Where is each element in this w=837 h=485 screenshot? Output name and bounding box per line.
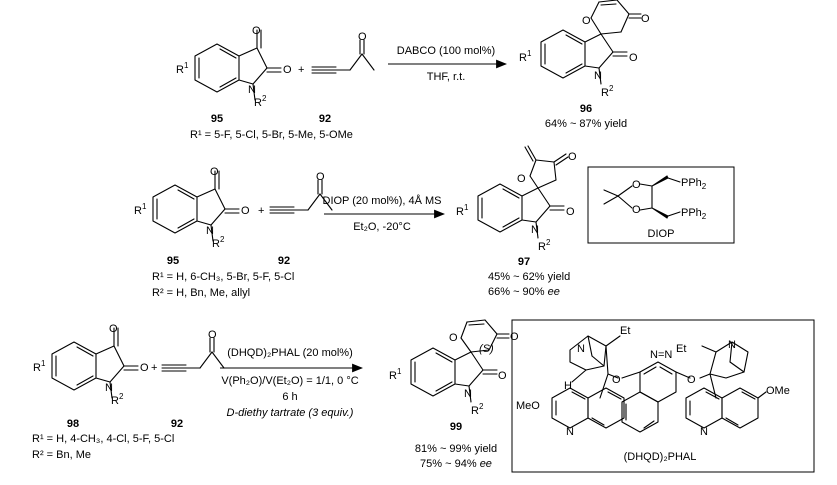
row3-reactant-isatin [51,327,139,399]
row3-isatin-r1: R1 [33,359,46,374]
row1-ynone-o: O [358,31,367,43]
row3-r2-substituents: R² = Bn, Me [32,449,91,461]
dhqd-phal-structure [551,335,767,433]
row3-product-r2: R2 [471,402,484,417]
row3-product-r1: R1 [389,367,402,382]
row1-product-amide-o: O [629,52,638,64]
row3-condition-3: 6 h [282,391,297,403]
row3-ee: 75% ~ 94% ee [420,458,492,470]
row3-compound-92: 92 [171,418,183,430]
row1-product [540,0,642,85]
row1-isatin-r2: R2 [254,94,267,109]
diop-pph2-top: PPh2 [681,177,707,191]
row1-plus: + [298,64,304,76]
row1-compound-96: 96 [580,103,592,115]
row3-plus: + [151,362,157,374]
dhqd-right-et: Et [676,343,686,355]
row1-compound-92: 92 [319,113,331,125]
row3-product-n: N [464,388,472,400]
row2-product-n: N [531,224,539,236]
row3-isatin-o2: O [140,362,149,374]
dhqd-right-ome: OMe [766,385,790,397]
row1-product-n: N [594,70,602,82]
row2-condition-top: DIOP (20 mol%), 4Å MS [323,194,442,207]
row1-condition-top: DABCO (100 mol%) [397,45,495,57]
row3-product-ring-o: O [449,332,458,344]
row1-r1-substituents: R¹ = 5-F, 5-Cl, 5-Br, 5-Me, 5-OMe [190,129,353,141]
row3-product-ketone-o: O [510,331,519,343]
row1-isatin-n: N [248,84,256,96]
dhqd-phal-box [511,319,815,473]
row2-isatin-o1: O [210,166,219,178]
row3-isatin-r2: R2 [111,392,124,407]
row2-ee: 66% ~ 90% ee [488,286,560,298]
row1-reactant-isatin [194,29,282,101]
row1-product-ketone-o: O [641,13,650,25]
dhqd-right-n: N [728,339,736,351]
diop-o1: O [632,179,641,191]
row2-compound-95: 95 [167,255,179,267]
row3-product [410,319,510,403]
row2-product-ring-o: O [517,173,526,185]
diop-structure [603,175,681,219]
row3-ynone [161,337,225,372]
dhqd-left-quinoline-n: N [566,426,574,438]
row3-compound-99: 99 [450,421,462,433]
row3-compound-98: 98 [67,418,79,430]
row2-r1-substituents: R¹ = H, 6-CH₃, 5-Br, 5-F, 5-Cl [152,271,294,283]
row1-isatin-o1: O [252,25,261,37]
row2-isatin-r2: R2 [212,235,225,250]
dhqd-left-o: O [612,374,621,386]
row2-r2-substituents: R² = H, Bn, Me, allyl [152,287,250,299]
row1-condition-bottom: THF, r.t. [427,71,466,83]
row1-isatin-o2: O [283,64,292,76]
row2-isatin-r1: R1 [134,202,147,217]
row2-plus: + [258,205,264,217]
row3-condition-2: V(Ph₂O)/V(Et₂O) = 1/1, 0 °C [221,375,358,387]
row2-product-ketone-o: O [568,151,577,163]
row2-product-r1: R1 [456,203,469,218]
row3-isatin-n: N [105,382,113,394]
row1-product-r1: R1 [519,49,532,64]
diop-label: DIOP [648,228,675,240]
row3-product-stereo: (S) [479,343,494,355]
row3-isatin-o1: O [109,323,118,335]
row3-yield: 81% ~ 99% yield [415,443,497,455]
dhqd-phal-label: (DHQD)₂PHAL [624,451,697,463]
dhqd-left-h: H [564,380,572,392]
row3-product-amide-o: O [498,370,507,382]
row3-ynone-o: O [208,329,217,341]
dhqd-phthalazine-n: N=N [650,349,672,361]
row2-yield: 45% ~ 62% yield [488,271,570,283]
row1-isatin-r1: R1 [176,61,189,76]
row1-product-r2: R2 [601,84,614,99]
diop-o2: O [632,204,641,216]
dhqd-left-ome: MeO [516,400,540,412]
row2-isatin-o2: O [241,205,250,217]
row3-condition-4: D-diethy tartrate (3 equiv.) [227,407,354,419]
dhqd-right-quinoline-n: N [700,426,708,438]
row2-reactant-isatin [152,170,240,242]
row1-ynone [311,39,375,74]
row3-r1-substituents: R¹ = H, 4-CH₃, 4-Cl, 5-F, 5-Cl [32,433,174,445]
row2-product-r2: R2 [538,238,551,253]
row2-compound-97: 97 [518,256,530,268]
diop-box [587,166,735,244]
row2-compound-92: 92 [278,255,290,267]
row2-isatin-n: N [206,225,214,237]
row3-condition-1: (DHQD)₂PHAL (20 mol%) [227,347,353,359]
row2-ynone-o: O [316,171,325,183]
row1-compound-95: 95 [211,113,223,125]
dhqd-left-et: Et [620,325,630,337]
row1-yield: 64% ~ 87% yield [545,118,627,130]
dhqd-right-o: O [687,374,696,386]
dhqd-left-n: N [577,343,585,355]
row1-product-ring-o: O [582,15,591,27]
row2-product [477,145,569,239]
row2-product-amide-o: O [566,206,575,218]
diop-pph2-bottom: PPh2 [681,207,707,221]
row2-condition-bottom: Et₂O, -20°C [353,221,411,233]
